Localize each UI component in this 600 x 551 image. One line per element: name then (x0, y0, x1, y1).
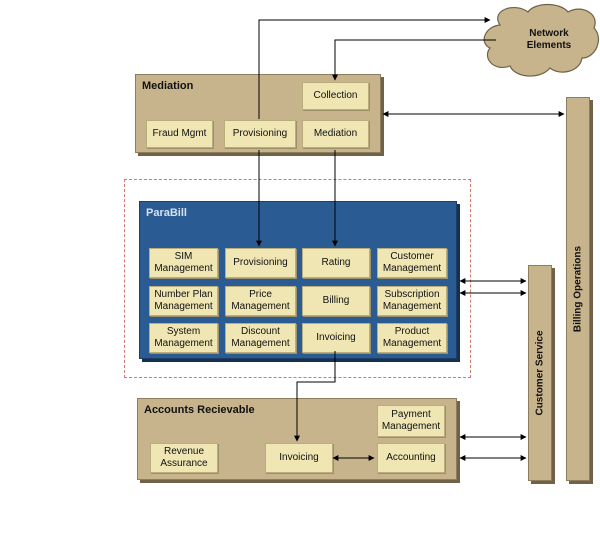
network-elements-label[interactable]: Network Elements (514, 28, 584, 52)
sim-management-line2: Management (154, 263, 213, 274)
network-line2: Elements (526, 40, 572, 51)
accounting-box[interactable]: Accounting (377, 443, 445, 473)
billing-line1: Billing (322, 295, 350, 306)
price-management-line1: Price (249, 289, 272, 300)
mediation-provisioning-box[interactable]: Provisioning (224, 120, 296, 148)
mediation-box[interactable]: Mediation (302, 120, 369, 148)
billing-box[interactable]: Billing (302, 286, 370, 316)
rating-line1: Rating (321, 257, 351, 268)
ar-invoicing-box[interactable]: Invoicing (265, 443, 333, 473)
product-management-line2: Management (382, 338, 442, 349)
parabill-invoicing-line1: Invoicing (316, 332, 356, 343)
network-line1: Network (529, 28, 569, 39)
collection-box[interactable]: Collection (302, 82, 369, 110)
parabill-invoicing-box[interactable]: Invoicing (302, 323, 370, 353)
billing-operations-bar[interactable]: Billing Operations (566, 97, 590, 481)
number-plan-management-line1: Number Plan (154, 289, 213, 300)
rating-box[interactable]: Rating (302, 248, 370, 278)
mediation-title: Mediation (142, 80, 194, 92)
revenue-line2: Assurance (160, 458, 208, 469)
customer-service-bar[interactable]: Customer Service (528, 265, 552, 481)
parabill-provisioning-line1: Provisioning (233, 257, 288, 268)
parabill-provisioning-box[interactable]: Provisioning (225, 248, 296, 278)
product-management-line1: Product (394, 326, 430, 337)
system-management-line1: System (166, 326, 201, 337)
revenue-line1: Revenue (163, 446, 205, 457)
discount-management-line1: Discount (241, 326, 280, 337)
number-plan-management-line2: Management (154, 301, 213, 312)
fraud-mgmt-box[interactable]: Fraud Mgmt (146, 120, 213, 148)
subscription-management-line1: Subscription (384, 289, 440, 300)
price-management-line2: Management (231, 301, 290, 312)
subscription-management-line2: Management (382, 301, 442, 312)
sim-management-line1: SIM (174, 251, 193, 262)
mediation-panel: Mediation Collection Fraud Mgmt Provisio… (135, 74, 381, 153)
discount-management-line2: Management (231, 338, 290, 349)
customer-management-line1: Customer (390, 251, 434, 262)
payment-line2: Management (381, 421, 441, 432)
parabill-title: ParaBill (146, 207, 187, 219)
customer-management-line2: Management (382, 263, 442, 274)
network-elements-cloud (483, 3, 599, 77)
accounts-receivable-title: Accounts Recievable (144, 404, 255, 416)
payment-line1: Payment (391, 409, 431, 420)
system-management-line2: Management (154, 338, 213, 349)
